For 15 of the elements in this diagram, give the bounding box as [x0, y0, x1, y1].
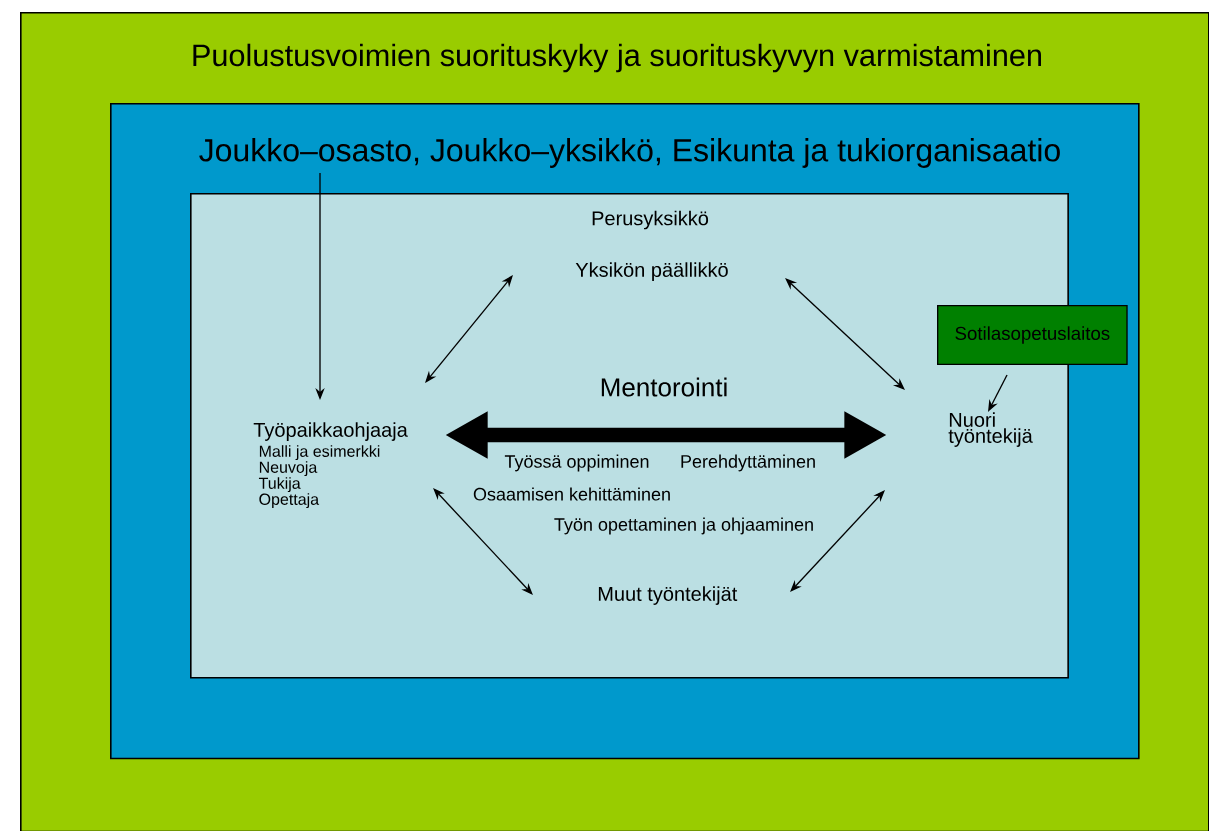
activity-label: Työn opettaminen ja ohjaaminen [554, 517, 813, 535]
arrow [425, 275, 513, 383]
role-label: Työpaikkaohjaaja Malli ja esimerkki Neuvoja Tukija Opettaja [253, 422, 408, 509]
arrow [988, 374, 1008, 412]
edge-label: Mentorointi [601, 377, 727, 397]
institution-box: Sotilasopetuslaitos [937, 305, 1128, 365]
activity-label: Työssä oppiminen [504, 454, 649, 472]
role-label: Nuori työntekijä [948, 412, 1033, 447]
activity-label: Perehdyttäminen [681, 454, 815, 472]
role-label: Muut työntekijät [598, 586, 738, 605]
arrow [785, 278, 905, 390]
arrow [790, 490, 885, 592]
activity-label: Osaamisen kehittäminen [473, 487, 670, 501]
arrow [433, 488, 533, 595]
role-label: Yksikön päällikkö [575, 262, 728, 281]
